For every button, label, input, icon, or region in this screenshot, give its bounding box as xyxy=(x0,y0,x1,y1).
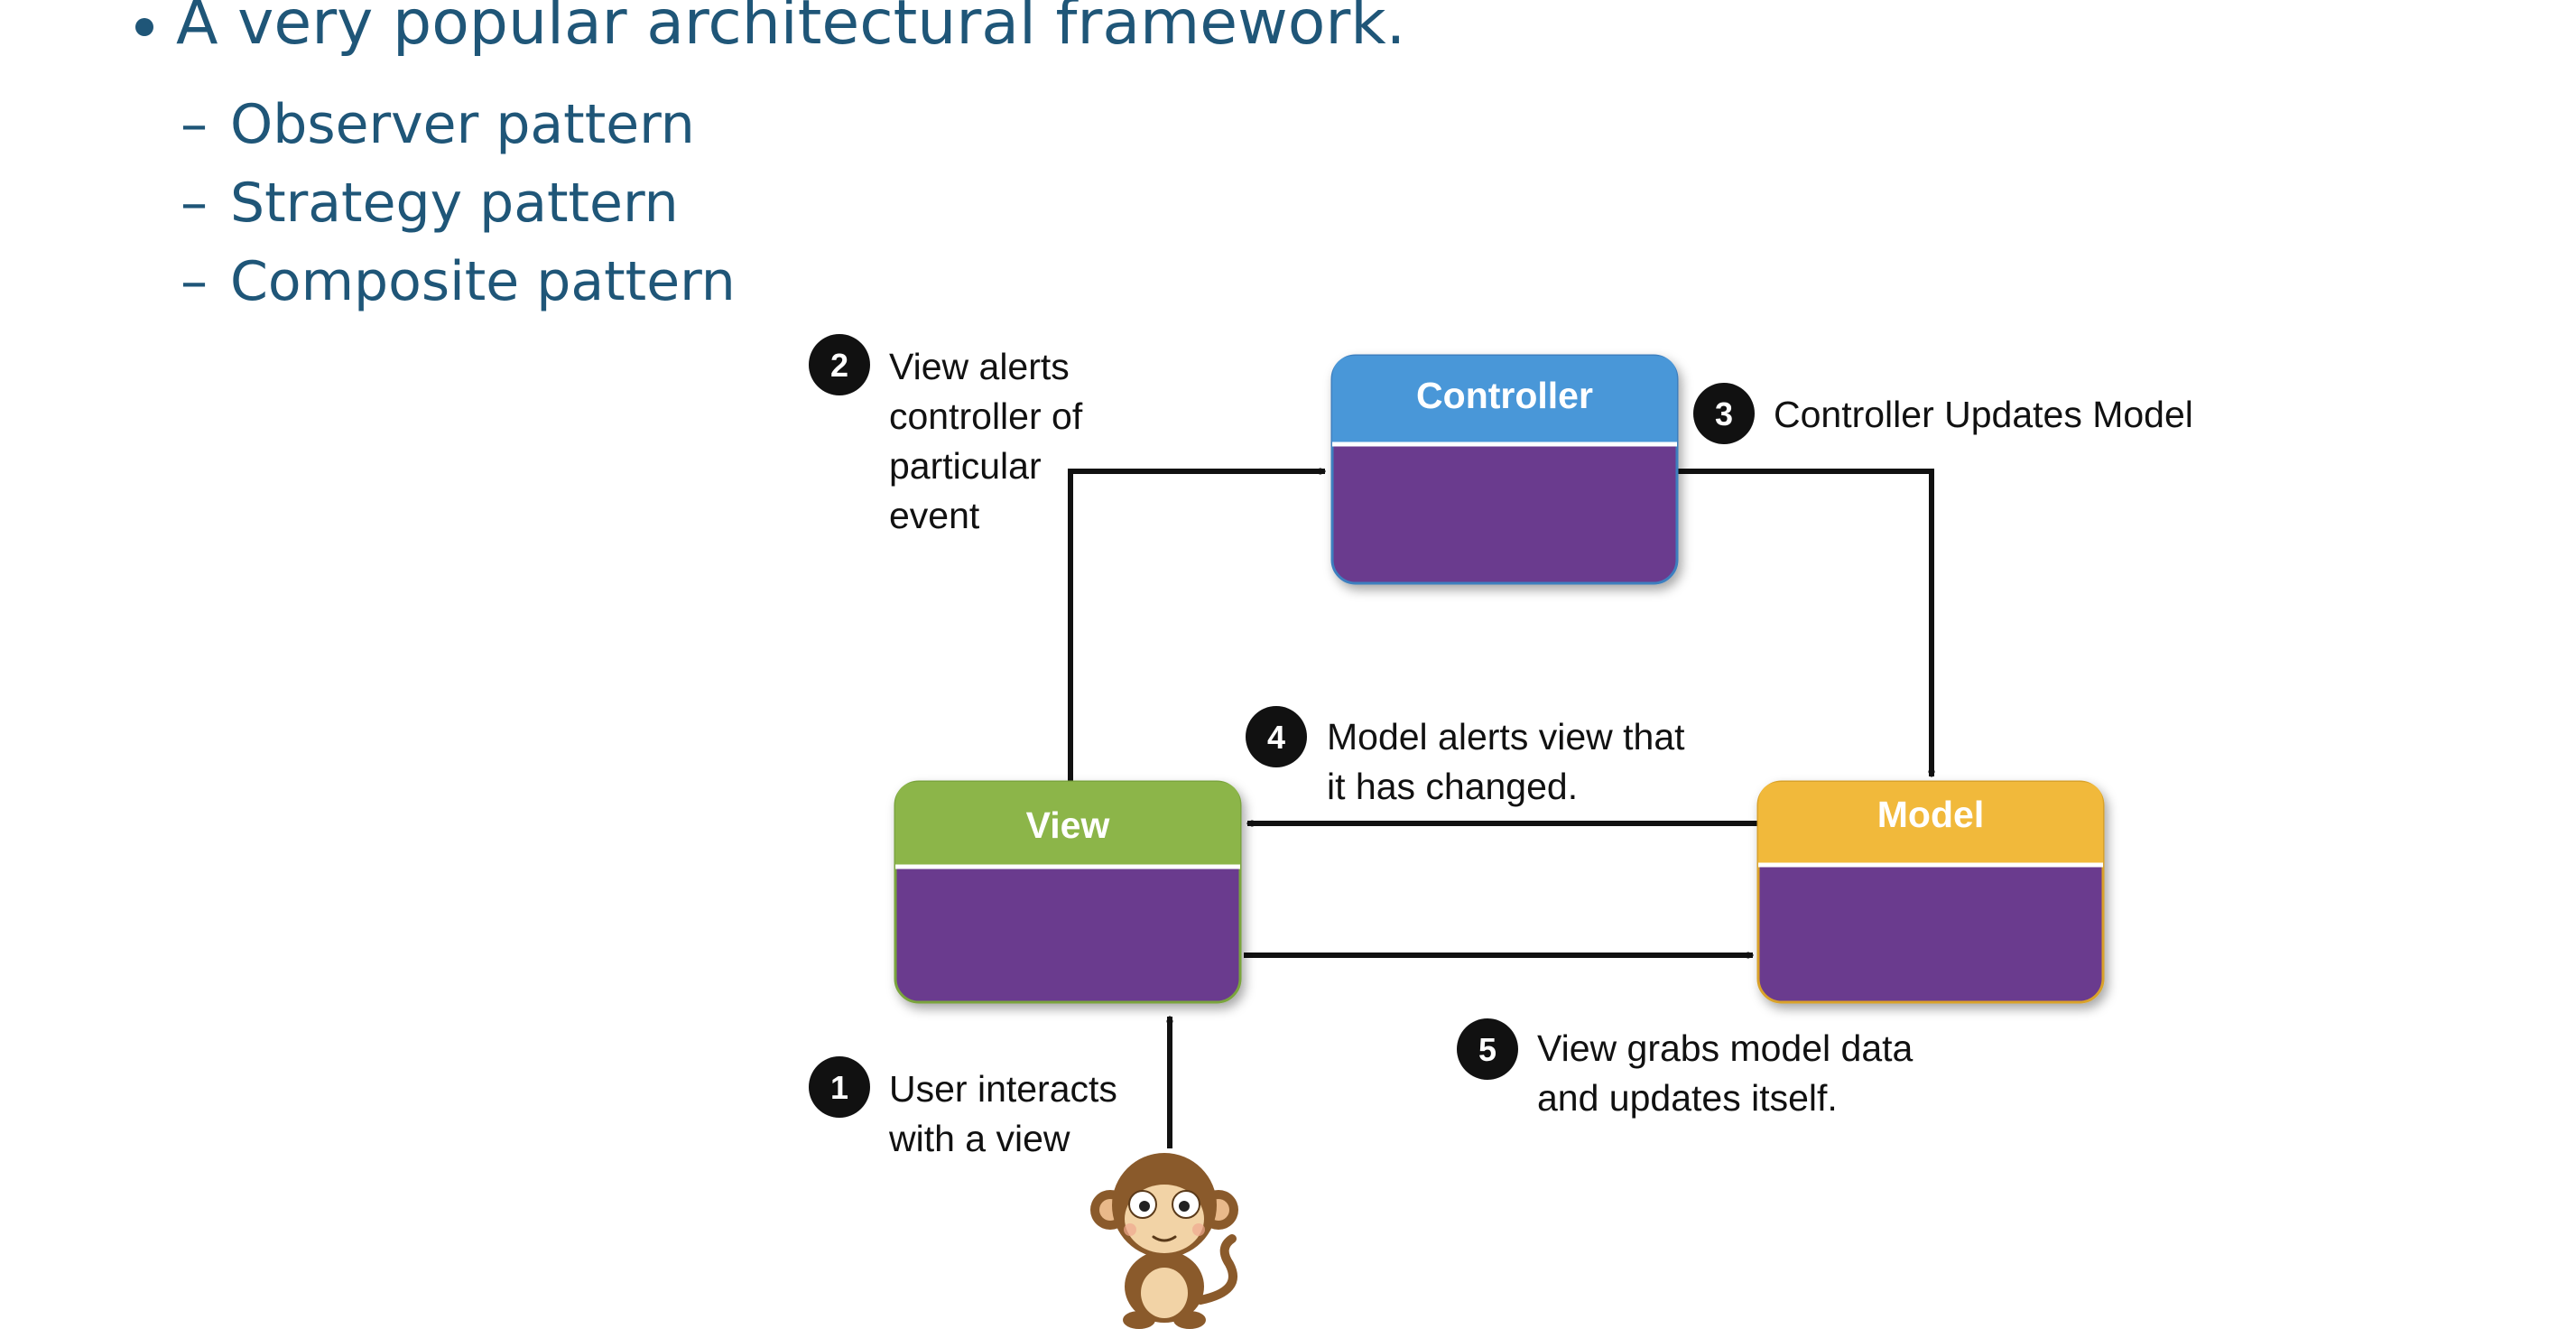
monkey-foot-left xyxy=(1123,1311,1155,1329)
step-2-badge xyxy=(809,334,870,395)
step-2-line-4: event xyxy=(889,495,980,536)
view-box-header xyxy=(895,782,1240,865)
sub-bullet-composite: Composite pattern xyxy=(230,250,736,313)
sub-bullet-dash: – xyxy=(181,93,208,156)
step-5-line-1: View grabs model data xyxy=(1537,1027,1913,1069)
monkey-user-icon xyxy=(1090,1153,1238,1329)
step-1-number: 1 xyxy=(830,1069,848,1106)
model-box-title: Model xyxy=(1877,794,1984,835)
monkey-belly xyxy=(1141,1268,1188,1318)
step-2-line-2: controller of xyxy=(889,395,1083,437)
bullet-dot xyxy=(135,18,153,36)
step-5-badge xyxy=(1457,1018,1518,1080)
bullet-main-text: A very popular architectural framework. xyxy=(176,0,1405,59)
monkey-pupil-right xyxy=(1179,1201,1190,1212)
sub-bullet-dash: – xyxy=(181,172,208,235)
controller-box-title: Controller xyxy=(1416,375,1593,416)
monkey-pupil-left xyxy=(1139,1201,1150,1212)
sub-bullet-observer: Observer pattern xyxy=(230,93,695,156)
step-4-line-1: Model alerts view that xyxy=(1327,716,1685,757)
controller-box xyxy=(1330,354,1679,585)
step-5-number: 5 xyxy=(1478,1031,1496,1068)
controller-box-header xyxy=(1332,356,1677,442)
step-4-line-2: it has changed. xyxy=(1327,766,1578,807)
step-2-line-3: particular xyxy=(889,445,1042,487)
monkey-tail xyxy=(1196,1234,1237,1305)
step-4-number: 4 xyxy=(1267,719,1285,756)
step-4-badge xyxy=(1246,706,1307,767)
view-box-title: View xyxy=(1026,804,1110,846)
view-box xyxy=(894,780,1242,1004)
monkey-cheek-left xyxy=(1124,1223,1136,1236)
step-1-line-1: User interacts xyxy=(889,1068,1117,1110)
monkey-mouth xyxy=(1152,1235,1177,1242)
arrow-controller-to-model xyxy=(1677,469,1932,776)
model-box xyxy=(1756,780,2105,1004)
step-1-annotation: 1 User interacts with a view xyxy=(809,1056,1117,1159)
step-5-annotation: 5 View grabs model data and updates itse… xyxy=(1457,1018,1913,1119)
monkey-cheek-right xyxy=(1192,1223,1205,1236)
monkey-foot-right xyxy=(1173,1311,1206,1329)
sub-bullet-dash: – xyxy=(181,250,208,313)
step-2-line-1: View alerts xyxy=(889,346,1070,387)
step-1-line-2: with a view xyxy=(888,1118,1070,1159)
arrow-view-to-controller xyxy=(1068,471,1325,784)
step-4-annotation: 4 Model alerts view that it has changed. xyxy=(1246,706,1685,807)
arrows xyxy=(1068,469,1932,1148)
step-2-number: 2 xyxy=(830,347,848,384)
step-5-line-2: and updates itself. xyxy=(1537,1077,1838,1119)
step-3-annotation: 3 Controller Updates Model xyxy=(1693,383,2193,444)
sub-bullet-strategy: Strategy pattern xyxy=(230,172,679,235)
step-2-annotation: 2 View alerts controller of particular e… xyxy=(809,334,1083,536)
step-1-badge xyxy=(809,1056,870,1118)
step-3-number: 3 xyxy=(1715,395,1733,432)
step-3-badge xyxy=(1693,383,1755,444)
model-box-header xyxy=(1758,782,2103,863)
step-3-line-1: Controller Updates Model xyxy=(1774,394,2193,435)
bullet-list: A very popular architectural framework. … xyxy=(135,0,1405,313)
